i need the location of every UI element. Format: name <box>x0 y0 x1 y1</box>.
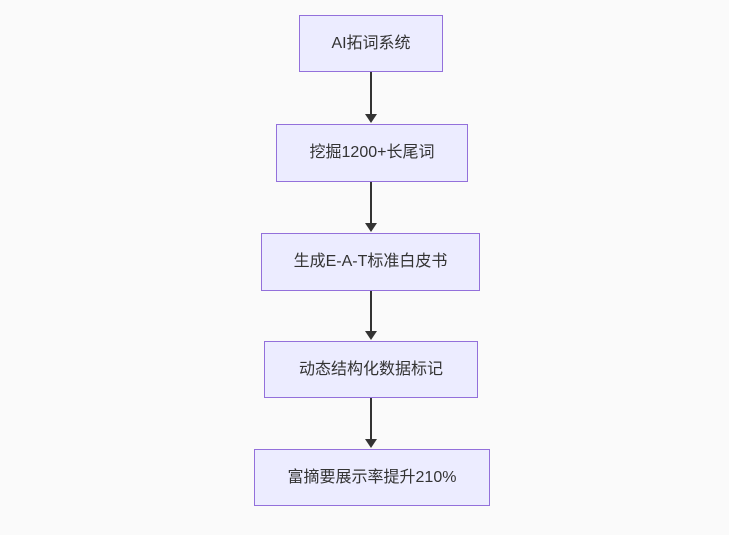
flow-node-ai-keyword-system: AI拓词系统 <box>299 15 443 72</box>
arrow-head-icon-4 <box>365 439 377 448</box>
arrow-head-icon-3 <box>365 331 377 340</box>
arrow-line-4 <box>370 398 372 440</box>
node-label: 挖掘1200+长尾词 <box>309 144 435 162</box>
arrow-head-icon-1 <box>365 114 377 123</box>
node-label: 富摘要展示率提升210% <box>287 468 457 486</box>
node-label: 动态结构化数据标记 <box>298 360 443 378</box>
flow-node-longtail-mining: 挖掘1200+长尾词 <box>276 124 468 182</box>
node-label: AI拓词系统 <box>331 34 411 52</box>
flow-node-rich-snippet-result: 富摘要展示率提升210% <box>254 449 490 506</box>
flow-node-eat-whitepaper: 生成E-A-T标准白皮书 <box>261 233 480 291</box>
flow-node-structured-data-markup: 动态结构化数据标记 <box>264 341 478 398</box>
node-label: 生成E-A-T标准白皮书 <box>293 253 448 271</box>
arrow-line-2 <box>370 182 372 224</box>
arrow-line-1 <box>370 72 372 115</box>
arrow-head-icon-2 <box>365 223 377 232</box>
arrow-line-3 <box>370 291 372 332</box>
